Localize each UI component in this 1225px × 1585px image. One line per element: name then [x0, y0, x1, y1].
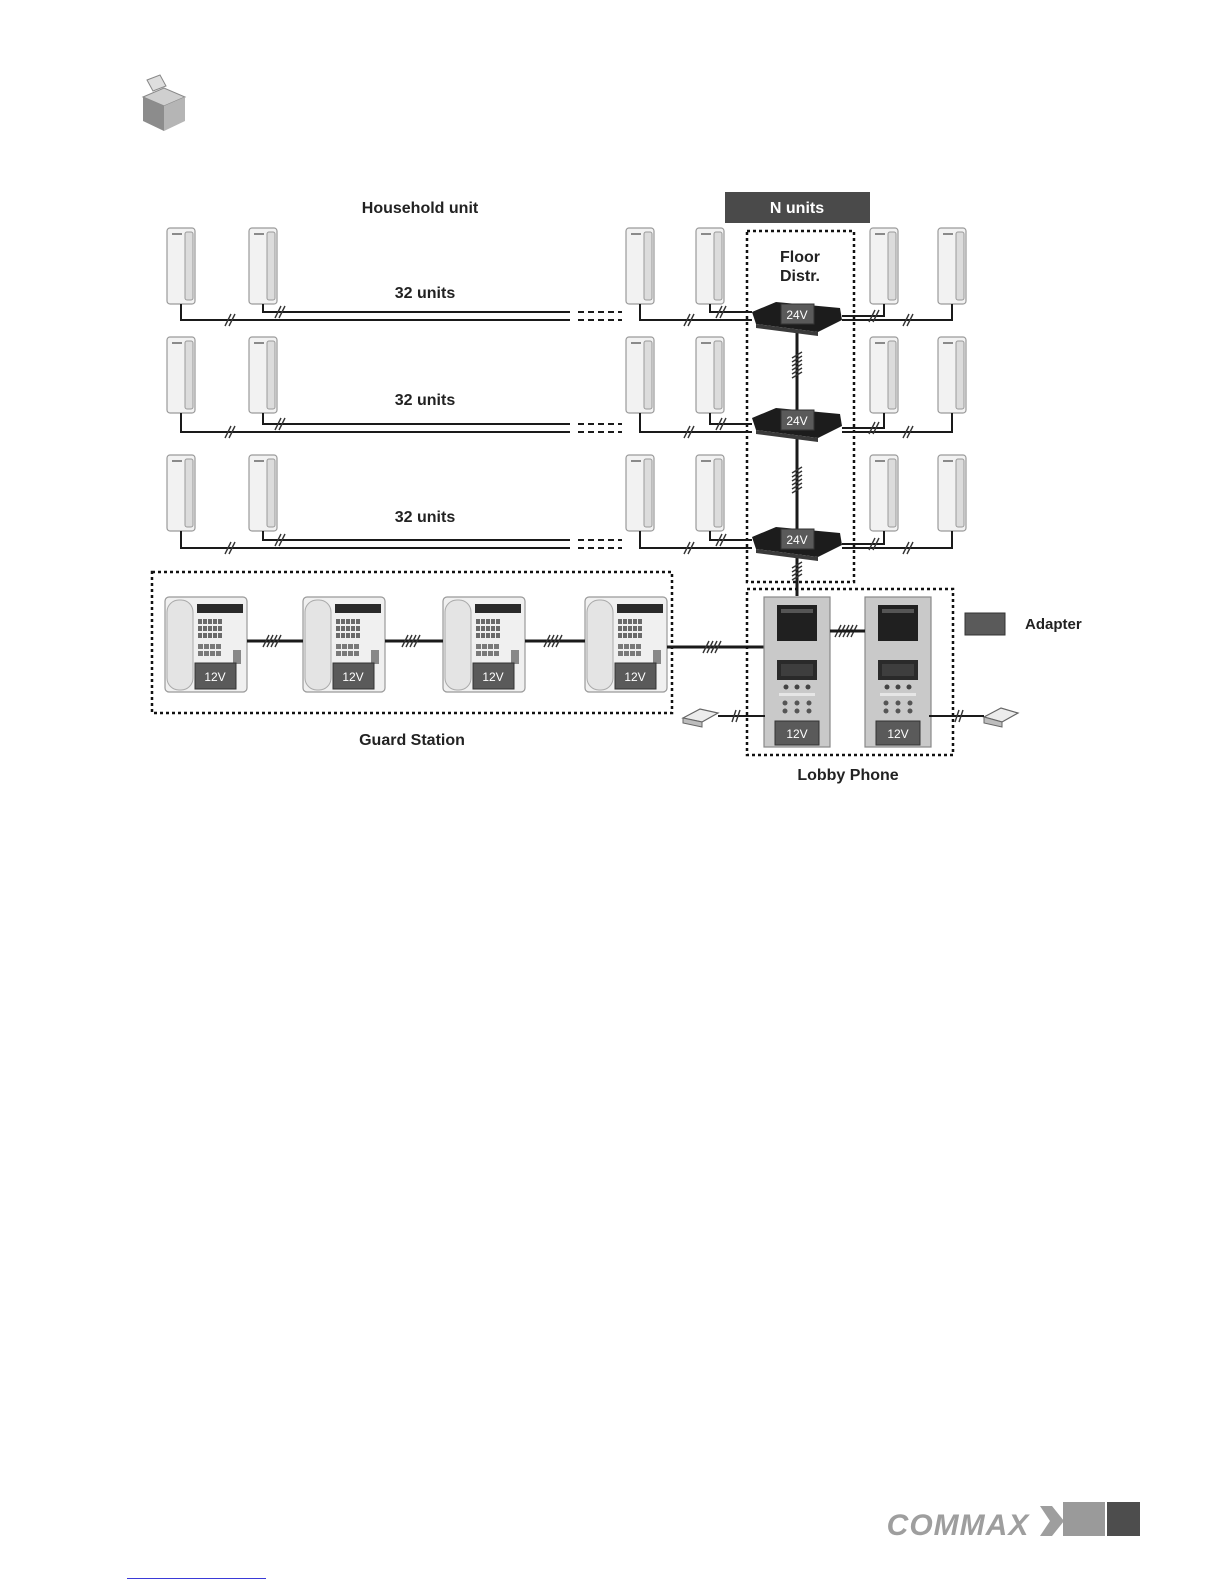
guard-phone-icon: 12V [303, 597, 385, 692]
household-unit-label: Household unit [362, 200, 479, 217]
household-handset-icon [696, 455, 724, 531]
household-handset-icon [249, 455, 277, 531]
adapter-24v: 24V [781, 529, 814, 549]
adapter-12v-label: 12V [204, 670, 225, 684]
household-row-1 [167, 228, 966, 326]
household-row-3 [167, 455, 966, 554]
legend-adapter-swatch [965, 613, 1005, 635]
adapter-24v: 24V [781, 304, 814, 324]
household-handset-icon [870, 337, 898, 413]
household-handset-icon [938, 228, 966, 304]
floor-distr-label-2: Distr. [780, 268, 820, 285]
card-reader-icon [683, 709, 765, 727]
adapter-24v-label: 24V [786, 414, 807, 428]
household-handset-icon [870, 228, 898, 304]
brand-chevron-icon [1040, 1506, 1064, 1536]
row-2-units-label: 32 units [395, 392, 456, 409]
row-3-units-label: 32 units [395, 509, 456, 526]
household-handset-icon [249, 228, 277, 304]
footer-block-light [1063, 1502, 1105, 1536]
n-units-header: N units [725, 192, 870, 223]
household-handset-icon [938, 337, 966, 413]
adapter-12v-label: 12V [342, 670, 363, 684]
adapter-24v-label: 24V [786, 308, 807, 322]
adapter-24v-label: 24V [786, 533, 807, 547]
card-reader-icon [929, 708, 1018, 727]
adapter-12v: 12V [195, 663, 236, 689]
adapter-12v: 12V [615, 663, 656, 689]
floor-distributor-2: 24V [752, 408, 842, 442]
household-handset-icon [696, 337, 724, 413]
household-handset-icon [626, 455, 654, 531]
floor-distributor-1: 24V [752, 302, 842, 336]
legend-adapter: Adapter [965, 613, 1082, 635]
guard-station-label: Guard Station [359, 732, 465, 749]
lobby-panel-icon: 12V [764, 597, 830, 747]
adapter-12v-label: 12V [624, 670, 645, 684]
household-handset-icon [249, 337, 277, 413]
guard-phone-icon: 12V [443, 597, 525, 692]
adapter-12v: 12V [775, 721, 819, 745]
bottom-link-underline [127, 1578, 266, 1579]
household-handset-icon [167, 455, 195, 531]
box-icon [143, 75, 185, 131]
adapter-12v-label: 12V [786, 727, 807, 741]
n-units-label: N units [770, 200, 824, 217]
adapter-12v: 12V [876, 721, 920, 745]
floor-distr-label-1: Floor [780, 249, 820, 266]
guard-phone-icon: 12V [585, 597, 667, 692]
row-1-units-label: 32 units [395, 285, 456, 302]
brand-logo: COMMAX [887, 1509, 1031, 1542]
household-handset-icon [938, 455, 966, 531]
household-handset-icon [626, 228, 654, 304]
legend-adapter-label: Adapter [1025, 616, 1082, 633]
footer-brand: COMMAX [887, 1502, 1140, 1542]
footer-block-dark [1107, 1502, 1140, 1536]
household-row-2 [167, 337, 966, 438]
household-handset-icon [870, 455, 898, 531]
adapter-12v: 12V [333, 663, 374, 689]
adapter-24v: 24V [781, 410, 814, 430]
lobby-phone-label: Lobby Phone [797, 767, 898, 784]
household-handset-icon [626, 337, 654, 413]
household-handset-icon [167, 228, 195, 304]
household-handset-icon [167, 337, 195, 413]
household-handset-icon [696, 228, 724, 304]
adapter-12v: 12V [473, 663, 514, 689]
guard-phone-icon: 12V [165, 597, 247, 692]
floor-distributor-3: 24V [752, 527, 842, 561]
adapter-12v-label: 12V [482, 670, 503, 684]
lobby-panel-icon: 12V [865, 597, 931, 747]
adapter-12v-label: 12V [887, 727, 908, 741]
